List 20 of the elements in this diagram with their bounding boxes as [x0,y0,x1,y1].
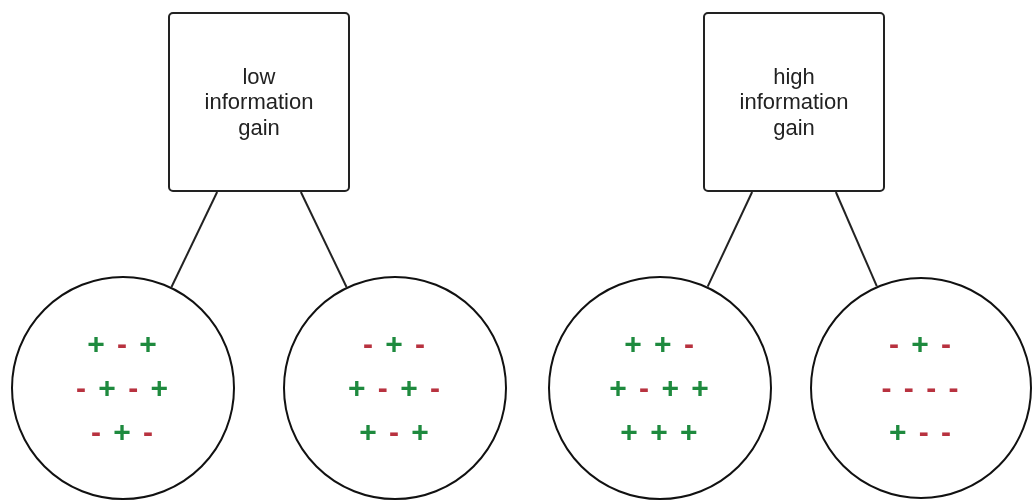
node-label: low information gain [203,64,315,140]
class-sign-row-text: - - - - [881,370,961,406]
node-label: high information gain [738,64,850,140]
class-sign-row-text: + + + [620,414,700,450]
class-sign-row-text: - + - [888,326,954,362]
class-sign-row-text: + + - [624,326,696,362]
class-sign-row-text: - + - + [75,370,171,406]
connector-line [706,191,754,288]
class-sign-row-text: - + - [362,326,428,362]
class-sign-row-text: + - - [888,414,954,450]
class-sign-row-text: + - + + [609,370,711,406]
class-sign-row-text: - + - [90,414,156,450]
split-node-box [168,12,350,192]
split-node-box [703,12,885,192]
class-sign-row-text: + - + [359,414,431,450]
connector-line [170,191,219,289]
connector-line [834,191,878,288]
connector-line [299,191,348,289]
class-sign-row-text: + - + [87,326,159,362]
class-sign-row-text: + - + - [347,370,443,406]
